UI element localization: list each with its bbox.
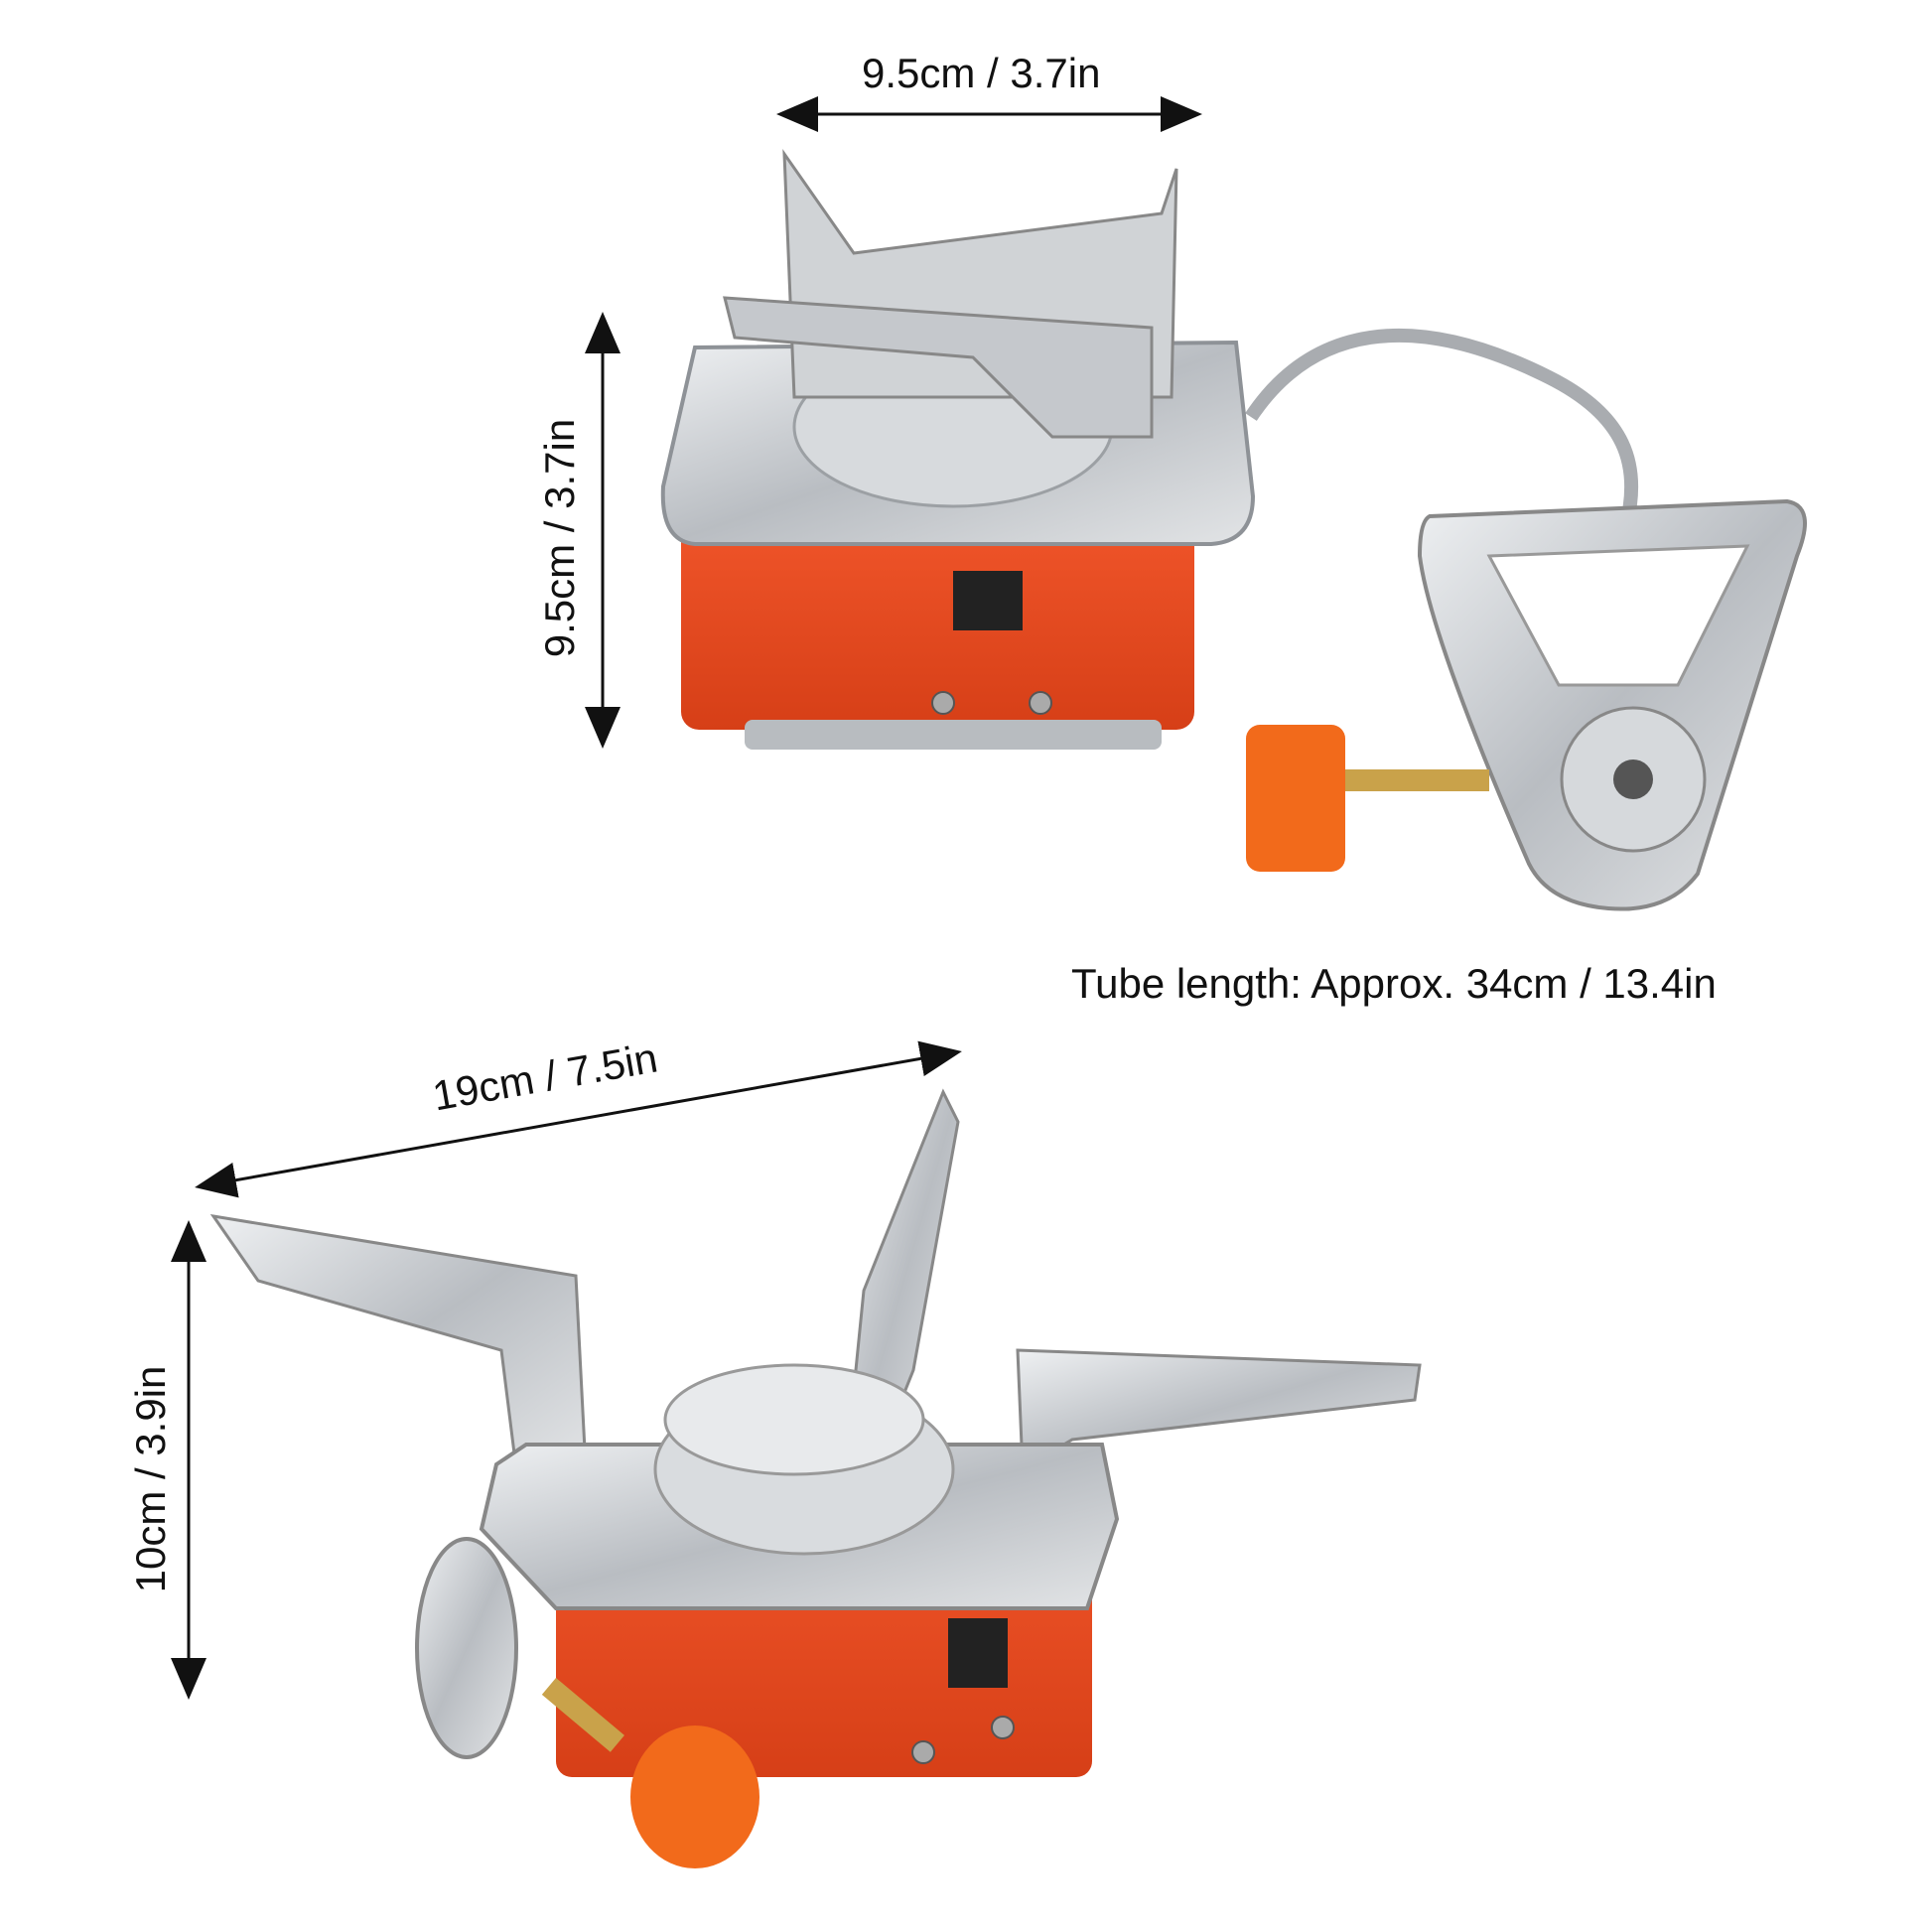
folded-stove <box>660 148 1639 750</box>
tube-length-label: Tube length: Approx. 34cm / 13.4in <box>1071 960 1717 1007</box>
gas-valve-adapter <box>1246 498 1807 911</box>
bottom-width-arrow <box>195 1040 962 1198</box>
top-width-label: 9.5cm / 3.7in <box>862 50 1101 96</box>
open-stove <box>209 1088 1422 1868</box>
bottom-height-label: 10cm / 3.9in <box>127 1365 174 1593</box>
top-height-label: 9.5cm / 3.7in <box>536 418 583 658</box>
